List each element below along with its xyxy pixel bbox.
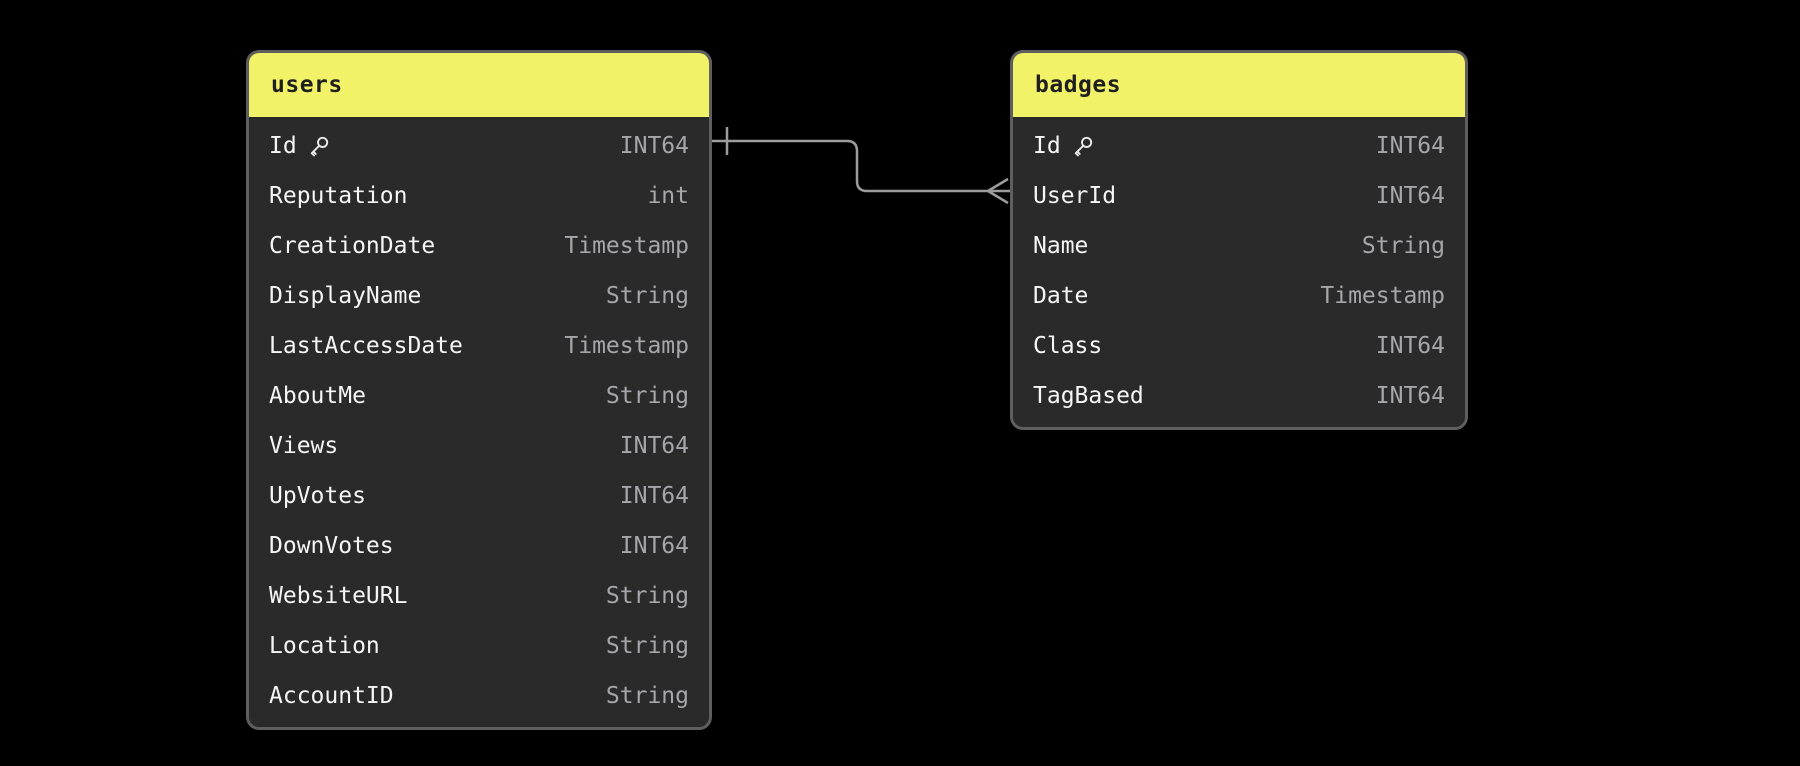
field-type: INT64 [1375,333,1445,359]
table-users-body: Id INT64 Reputation int [249,117,709,727]
table-users-header[interactable]: users [249,53,709,117]
field-row[interactable]: Class INT64 [1013,321,1465,371]
field-row-users-id[interactable]: Id INT64 [249,121,709,171]
relationship-edge-users-badges[interactable] [712,127,1010,205]
field-name: Name [1033,233,1089,259]
field-type: Timestamp [1320,283,1445,309]
field-type: INT64 [619,483,689,509]
field-type: INT64 [1375,383,1445,409]
field-name: Date [1033,283,1089,309]
field-row[interactable]: LastAccessDate Timestamp [249,321,709,371]
field-type: int [647,183,689,209]
field-name: LastAccessDate [269,333,463,359]
field-type: String [605,383,689,409]
field-type: Timestamp [564,233,689,259]
field-type: String [605,633,689,659]
field-type: String [605,283,689,309]
field-name: AboutMe [269,383,366,409]
field-type: String [605,583,689,609]
field-name: WebsiteURL [269,583,408,609]
field-name: Location [269,633,380,659]
field-name: TagBased [1033,383,1144,409]
field-type: INT64 [1375,183,1445,209]
field-type: Timestamp [564,333,689,359]
table-badges-header[interactable]: badges [1013,53,1465,117]
field-row[interactable]: DownVotes INT64 [249,521,709,571]
field-row[interactable]: AboutMe String [249,371,709,421]
field-row[interactable]: Views INT64 [249,421,709,471]
field-name: DownVotes [269,533,394,559]
field-type: INT64 [619,533,689,559]
field-type: String [605,683,689,709]
field-row[interactable]: Reputation int [249,171,709,221]
table-title: users [271,72,343,98]
field-row[interactable]: TagBased INT64 [1013,371,1465,421]
field-type: INT64 [619,433,689,459]
field-type: INT64 [619,133,689,159]
field-row[interactable]: DisplayName String [249,271,709,321]
field-row[interactable]: Date Timestamp [1013,271,1465,321]
field-name: Views [269,433,339,459]
field-name: Id [269,133,330,159]
table-title: badges [1035,72,1122,98]
field-name: Class [1033,333,1103,359]
field-name: Id [1033,133,1094,159]
field-row[interactable]: AccountID String [249,671,709,721]
field-name: UserId [1033,183,1117,209]
field-name: UpVotes [269,483,366,509]
field-name: Reputation [269,183,408,209]
field-row[interactable]: Name String [1013,221,1465,271]
field-row[interactable]: UpVotes INT64 [249,471,709,521]
primary-key-icon [308,135,330,157]
field-row[interactable]: WebsiteURL String [249,571,709,621]
table-badges-body: Id INT64 UserId INT64 N [1013,117,1465,427]
field-name: DisplayName [269,283,422,309]
cardinality-many-marker [987,177,1009,205]
table-badges[interactable]: badges Id INT64 U [1010,50,1468,430]
field-name: CreationDate [269,233,436,259]
field-type: String [1361,233,1445,259]
edge-path[interactable] [712,139,1010,193]
field-name: AccountID [269,683,394,709]
table-users[interactable]: users Id INT64 Re [246,50,712,730]
field-row[interactable]: CreationDate Timestamp [249,221,709,271]
field-row[interactable]: UserId INT64 [1013,171,1465,221]
field-type: INT64 [1375,133,1445,159]
field-row-badges-id[interactable]: Id INT64 [1013,121,1465,171]
field-row[interactable]: Location String [249,621,709,671]
primary-key-icon [1072,135,1094,157]
